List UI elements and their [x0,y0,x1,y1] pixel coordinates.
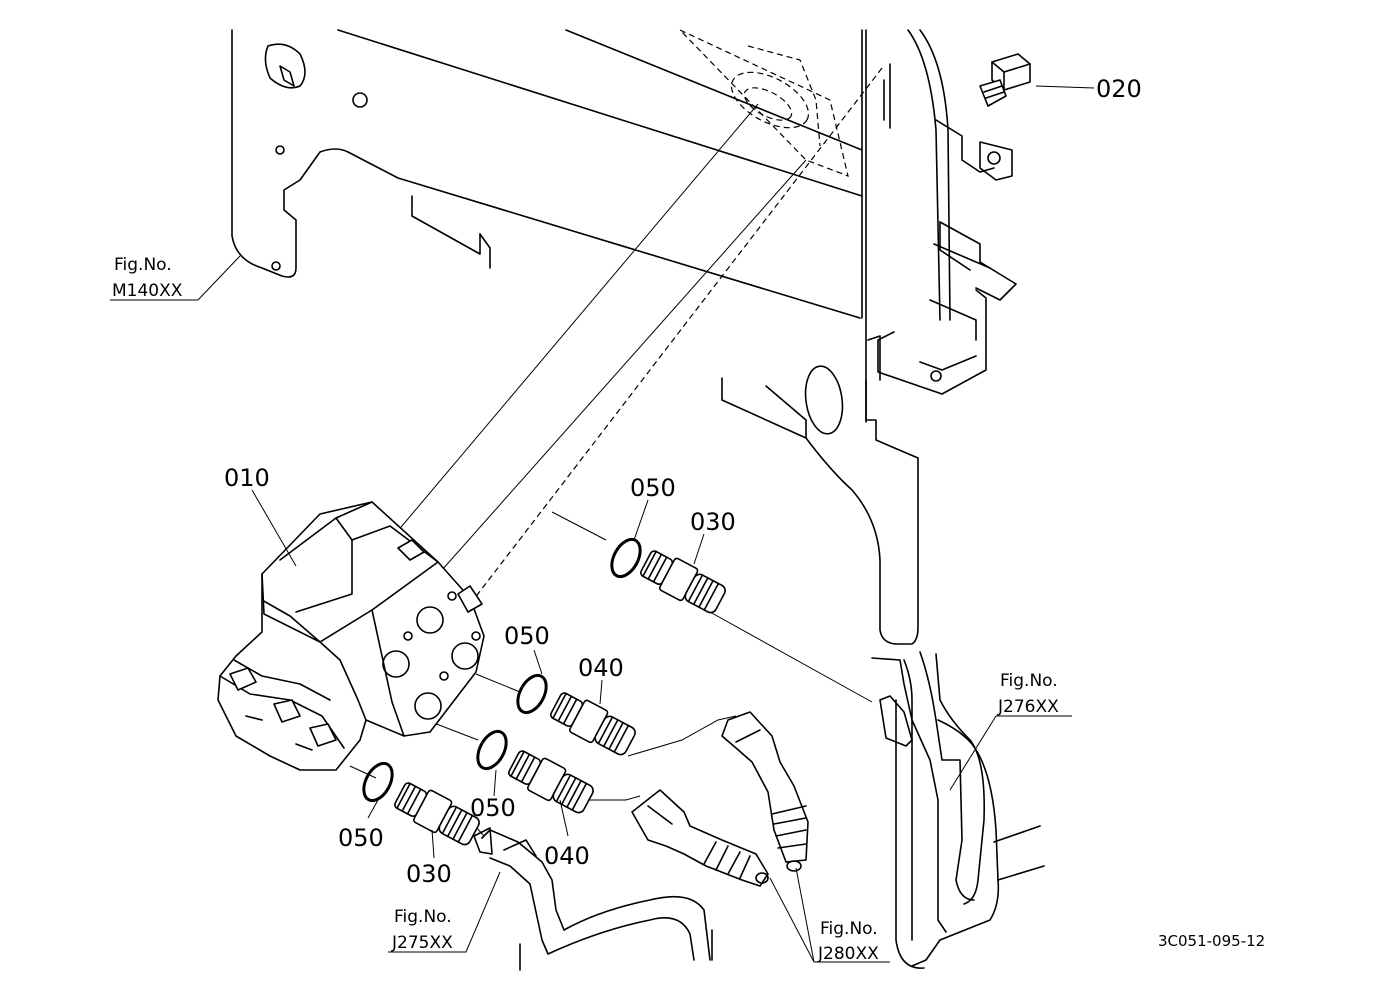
fitting-040-low [508,750,594,814]
fig-ref-j280: Fig.No. J280XX [817,919,879,964]
hidden-lines [463,29,883,613]
fig-ref-m140-code: M140XX [112,281,183,301]
hose-j280-upper [721,711,809,872]
fig-ref-m140-label: Fig.No. [114,255,172,275]
fig-ref-j276: Fig.No. J276XX [997,671,1059,717]
fig-ref-m140: Fig.No. M140XX [112,255,183,301]
fig-ref-j276-code: J276XX [997,697,1059,717]
fig-ref-j280-code: J280XX [817,944,879,964]
frame-bracket [231,29,919,645]
fig-ref-j280-label: Fig.No. [820,919,878,939]
label-leaders [110,85,1095,963]
part-label-050-low: 050 [470,794,516,822]
part-label-050-top: 050 [630,474,676,502]
fig-ref-j275-code: J275XX [391,933,453,953]
fig-ref-j276-label: Fig.No. [1000,671,1058,691]
part-label-020: 020 [1096,75,1142,103]
pillar-bracket [865,29,1017,423]
bolt-020 [979,53,1031,107]
part-label-040-mid: 040 [578,654,624,682]
steering-valve-010 [217,501,485,771]
part-label-010: 010 [224,464,270,492]
part-label-030-top: 030 [690,508,736,536]
o-rings-050 [362,537,642,803]
pipe-j275 [473,827,713,971]
part-label-050-left: 050 [338,824,384,852]
diagram-code: 3C051-095-12 [1158,932,1265,950]
part-label-050-mid: 050 [504,622,550,650]
fig-ref-j275: Fig.No. J275XX [391,907,453,953]
fitting-030-top [640,550,726,614]
fitting-030-bottom [394,782,480,846]
hose-j280-lower [631,789,769,887]
fig-ref-j275-label: Fig.No. [394,907,452,927]
part-label-030-bottom: 030 [406,860,452,888]
pipe-j276 [871,651,1045,969]
fitting-040-mid [550,692,636,756]
part-label-040-low: 040 [544,842,590,870]
center-lines [349,103,873,837]
